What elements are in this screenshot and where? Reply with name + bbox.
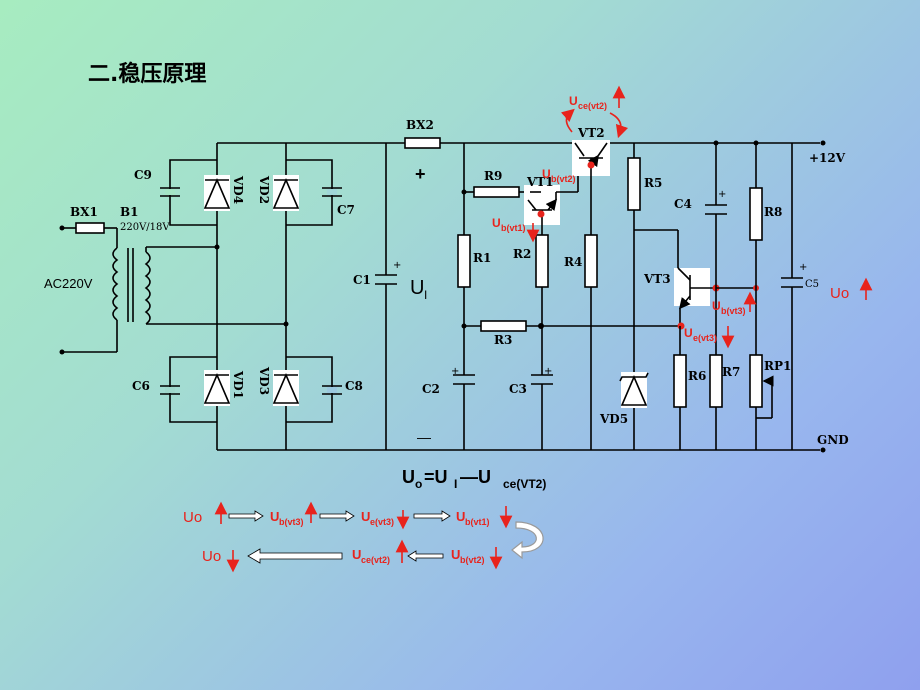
label-plus: + <box>415 164 426 184</box>
chain1-uo: Uo <box>183 509 202 526</box>
annot-uce-vt2-sub: ce(vt2) <box>578 101 607 111</box>
chain1-ub-vt3-sub: b(vt3) <box>279 517 304 527</box>
c4-r7 <box>705 140 759 450</box>
formula-eq: =U <box>424 467 448 487</box>
top-rail <box>217 140 826 146</box>
c5-capacitor <box>781 143 803 450</box>
label-vd3: VD3 <box>257 366 271 395</box>
label-vd4: VD4 <box>231 175 245 204</box>
annot-ue-vt3: U <box>684 326 693 340</box>
label-c2: C2 <box>422 382 440 396</box>
label-ac220v: AC220V <box>44 276 93 291</box>
regulator-left <box>453 143 680 450</box>
label-r2: R2 <box>513 247 531 261</box>
label-r5: R5 <box>644 176 662 190</box>
label-c7: C7 <box>337 203 355 217</box>
formula-uo-sub: o <box>415 477 422 491</box>
annot-ub-vt1-sub: b(vt1) <box>501 223 526 233</box>
svg-text:+: + <box>799 262 807 273</box>
label-vt2: VT2 <box>577 126 605 140</box>
label-ui: U <box>410 277 424 299</box>
vt3-transistor <box>673 267 720 450</box>
chain1-ub-vt1: U <box>456 509 465 524</box>
label-bx1: BX1 <box>70 205 98 219</box>
label-plus12v: +12V <box>809 151 846 165</box>
formula-minus: —U <box>460 467 491 487</box>
label-c9: C9 <box>134 168 152 182</box>
uturn-arrow <box>511 521 544 560</box>
bottom-rail <box>217 447 826 453</box>
label-c4: C4 <box>674 197 692 211</box>
label-vd2: VD2 <box>257 175 271 204</box>
label-gnd: GND <box>817 433 849 447</box>
label-c6: C6 <box>132 379 150 393</box>
label-r7: R7 <box>722 365 740 379</box>
svg-text:+: + <box>451 366 459 377</box>
c1-capacitor <box>375 143 397 450</box>
formula-uce-sub: ce(VT2) <box>503 477 546 491</box>
label-b1-rating: 220V/18V <box>120 222 170 233</box>
r5-vd5 <box>619 143 679 450</box>
label-ui-sub: I <box>424 288 427 302</box>
label-vd1: VD1 <box>231 370 245 399</box>
chain1-ue-vt3: U <box>361 509 370 524</box>
r8-rp1 <box>749 140 774 450</box>
vt2-transistor <box>572 140 610 450</box>
label-r9: R9 <box>484 169 502 183</box>
chain-row-1: Uo U b(vt3) U e(vt3) U b(vt1) <box>183 501 513 530</box>
label-bx2: BX2 <box>406 118 434 132</box>
label-vt3: VT3 <box>643 272 671 286</box>
label-c3: C3 <box>509 382 527 396</box>
label-r3: R3 <box>494 333 512 347</box>
label-b1: B1 <box>120 205 139 219</box>
label-c8: C8 <box>345 379 363 393</box>
chain2-uce-vt2: U <box>352 547 361 562</box>
chain1-ub-vt1-sub: b(vt1) <box>465 517 490 527</box>
annot-ub-vt3: U <box>712 299 721 313</box>
label-c5: C5 <box>805 279 819 290</box>
chain2-ub-vt2-sub: b(vt2) <box>460 555 485 565</box>
annot-uo: Uo <box>830 285 849 302</box>
label-c1: C1 <box>353 273 371 287</box>
bridge-rectifier <box>160 143 342 450</box>
label-r8: R8 <box>764 205 782 219</box>
annot-ub-vt2-sub: b(vt2) <box>551 174 576 184</box>
annot-ub-vt1: U <box>492 216 501 230</box>
annot-ub-vt3-sub: b(vt3) <box>721 306 746 316</box>
bx2-fuse <box>404 137 441 149</box>
svg-text:+: + <box>544 366 552 377</box>
label-rp1: RP1 <box>764 359 791 373</box>
page-title: 二.稳压原理 <box>88 62 207 87</box>
hollow-arrow <box>228 510 264 522</box>
annot-ub-vt2: U <box>542 167 551 181</box>
label-vt1: VT1 <box>526 175 554 189</box>
formula: U o =U I —U ce(VT2) <box>402 467 546 491</box>
annot-uce-vt2: U <box>569 94 578 108</box>
chain2-uo: Uo <box>202 548 221 565</box>
chain2-uce-vt2-sub: ce(vt2) <box>361 555 390 565</box>
chain-row-2: Uo U ce(vt2) U b(vt2) <box>202 539 503 573</box>
input-section <box>59 222 286 355</box>
svg-text:+: + <box>393 260 401 271</box>
circuit-annotations: U ce(vt2) U b(vt2) U b(vt1) U b(vt3) U e… <box>492 85 873 349</box>
chain1-ue-vt3-sub: e(vt3) <box>370 517 394 527</box>
label-r4: R4 <box>564 255 582 269</box>
annot-ue-vt3-sub: e(vt3) <box>693 333 717 343</box>
formula-uo: U <box>402 467 415 487</box>
chain2-ub-vt2: U <box>451 547 460 562</box>
component-labels: BX1 B1 220V/18V AC220V C9 C7 C6 C8 VD4 V… <box>44 118 849 447</box>
label-minus: — <box>417 429 431 445</box>
label-vd5: VD5 <box>599 412 628 426</box>
formula-ui-sub: I <box>454 477 457 491</box>
vt1-transistor <box>524 170 579 450</box>
label-r6: R6 <box>688 369 706 383</box>
label-r1: R1 <box>473 251 491 265</box>
chain1-ub-vt3: U <box>270 509 279 524</box>
svg-text:+: + <box>718 189 726 200</box>
